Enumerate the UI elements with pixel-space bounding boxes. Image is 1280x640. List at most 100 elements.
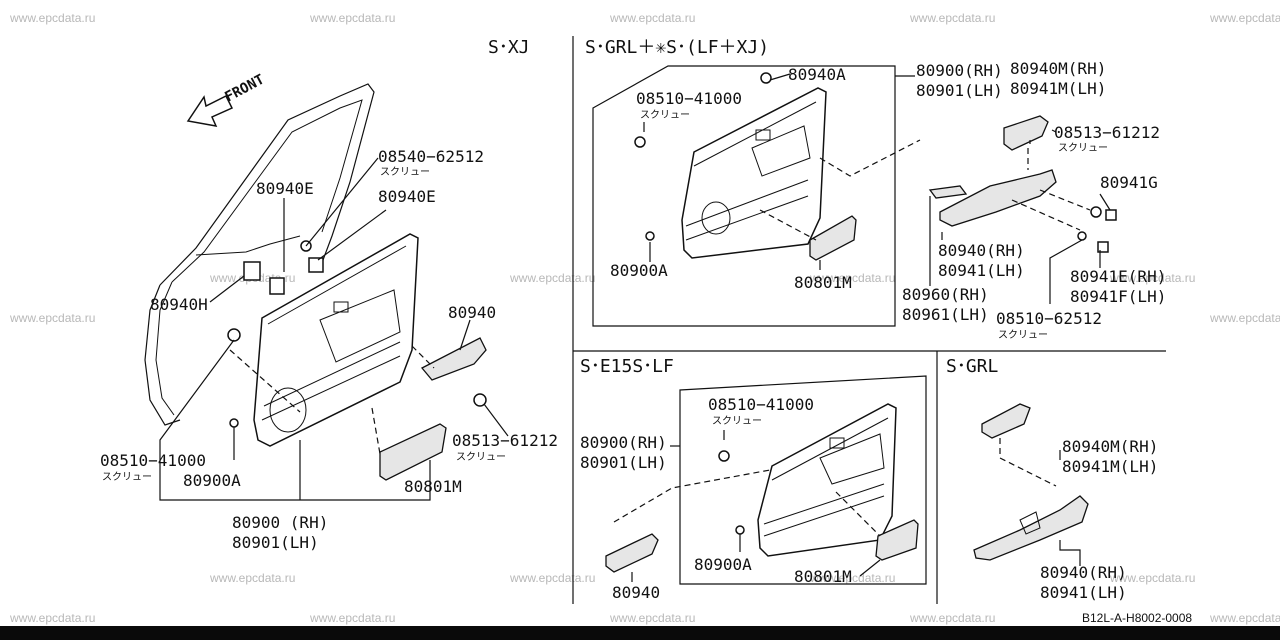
armrest-cover-80940m-icon <box>1003 115 1049 151</box>
label-80941m-lh: 80941M(LH) <box>1010 79 1106 98</box>
leader-line <box>1099 193 1111 211</box>
leader-line-dashed <box>999 438 1057 487</box>
leader-line-dashed <box>1039 189 1091 211</box>
armrest-recess <box>751 125 811 177</box>
label-80901-lh: 80901(LH) <box>232 533 319 552</box>
leader-line-dashed <box>819 139 921 177</box>
screw-icon <box>645 231 655 241</box>
handle-bezel-icon <box>755 129 771 141</box>
trim-panel-outline <box>681 87 827 259</box>
label-80941e-rh: 80941E(RH) <box>1070 267 1166 286</box>
clip-80940h-icon <box>243 261 261 281</box>
label-80940: 80940 <box>448 303 496 322</box>
bottom-bar <box>0 626 1280 640</box>
label-80801m: 80801M <box>794 567 852 586</box>
leader-lines-top-right <box>643 73 1111 304</box>
trim-panel-line <box>685 179 809 227</box>
leader-line-dashed <box>1011 199 1081 231</box>
section-dividers <box>572 36 1166 604</box>
label-80900-rh: 80900(RH) <box>916 61 1003 80</box>
label-80941-lh: 80941(LH) <box>1040 583 1127 602</box>
leader-line <box>459 319 471 351</box>
trim-panel-line <box>685 195 809 241</box>
door-trim-panel-top <box>681 87 827 259</box>
watermark: www.epcdata.ru <box>509 571 595 585</box>
armrest-80940-icon <box>605 533 659 573</box>
leader-lines-left <box>159 157 509 501</box>
trim-panel-outline <box>253 233 419 447</box>
trim-panel-line <box>771 417 889 481</box>
inset-frame <box>592 65 896 327</box>
front-arrow-icon <box>186 94 234 127</box>
leader-line-dashed <box>229 349 301 413</box>
leader-line <box>209 275 245 303</box>
watermark: www.epcdata.ru <box>609 11 695 25</box>
speaker-grille-icon <box>701 201 731 235</box>
watermark: www.epcdata.ru <box>9 11 95 25</box>
leader-line <box>317 209 387 261</box>
label-80940h: 80940H <box>150 295 208 314</box>
label-screw-jp: スクリュー <box>380 166 430 178</box>
watermark: www.epcdata.ru <box>309 11 395 25</box>
trim-panel-line <box>261 355 401 421</box>
pocket-80801m-icon <box>809 215 857 261</box>
door-trim-panel <box>253 233 419 447</box>
label-08510-41000: 08510−41000 <box>636 89 742 108</box>
leader-line <box>859 559 881 577</box>
leader-line <box>1059 540 1081 566</box>
watermark: www.epcdata.ru <box>209 571 295 585</box>
leader-line <box>1049 239 1083 304</box>
label-80940e: 80940E <box>256 179 314 198</box>
door-beltline <box>195 235 301 256</box>
section-header-sgrl-lfxj: S･GRL＋✳S･(LF＋XJ) <box>585 37 769 58</box>
label-80901-lh: 80901(LH) <box>916 81 1003 100</box>
leader-line <box>305 157 379 247</box>
leader-line <box>159 339 431 501</box>
armrest-cover-80940m-icon <box>981 403 1031 439</box>
watermark: www.epcdata.ru <box>1209 11 1280 25</box>
trim-panel-line <box>763 495 885 537</box>
watermark: www.epcdata.ru <box>509 271 595 285</box>
clip-80941e-icon <box>1097 241 1109 253</box>
watermarks: www.epcdata.ru www.epcdata.ru www.epcdat… <box>9 11 1280 625</box>
handle-bezel-icon <box>333 301 349 313</box>
watermark: www.epcdata.ru <box>609 611 695 625</box>
screw-icon <box>735 525 745 535</box>
watermark: www.epcdata.ru <box>809 271 895 285</box>
clip-80940e-icon <box>269 277 285 295</box>
speaker-grille-icon <box>269 387 307 433</box>
trim-panel-line <box>693 101 817 167</box>
front-arrow: FRONT <box>186 72 267 127</box>
label-08510-62512: 08510−62512 <box>996 309 1102 328</box>
armrest-80940-icon <box>973 495 1089 561</box>
section-header-sxj: S･XJ <box>488 37 530 58</box>
watermark: www.epcdata.ru <box>1209 611 1280 625</box>
section-header-se15s-lf: S･E15S･LF <box>580 356 674 377</box>
label-08510-41000: 08510−41000 <box>708 395 814 414</box>
screw-icon <box>1090 206 1102 218</box>
label-80900a: 80900A <box>694 555 752 574</box>
front-label: FRONT <box>222 72 267 106</box>
label-80801m: 80801M <box>404 477 462 496</box>
label-80900a: 80900A <box>610 261 668 280</box>
diagram-code: B12L-A-H8002-0008 <box>1082 611 1192 625</box>
inset-frame <box>679 375 927 585</box>
leader-line <box>769 73 791 81</box>
screw-icon <box>718 450 730 462</box>
door-edge <box>144 284 181 426</box>
clip-80941g-icon <box>1105 209 1117 221</box>
label-80901-lh: 80901(LH) <box>580 453 667 472</box>
label-80940-rh: 80940(RH) <box>938 241 1025 260</box>
leader-line-dashed <box>835 491 881 537</box>
trim-panel-line <box>263 341 401 407</box>
armrest-80940-icon <box>420 337 487 381</box>
label-80941f-lh: 80941F(LH) <box>1070 287 1166 306</box>
handle-bezel-icon <box>829 437 845 449</box>
watermark: www.epcdata.ru <box>9 311 95 325</box>
clip-80940e-icon <box>308 257 324 273</box>
leader-lines-bottom-right <box>999 438 1081 566</box>
watermark: www.epcdata.ru <box>909 11 995 25</box>
leader-lines-bottom-middle <box>613 430 881 582</box>
leader-line <box>1051 129 1057 133</box>
